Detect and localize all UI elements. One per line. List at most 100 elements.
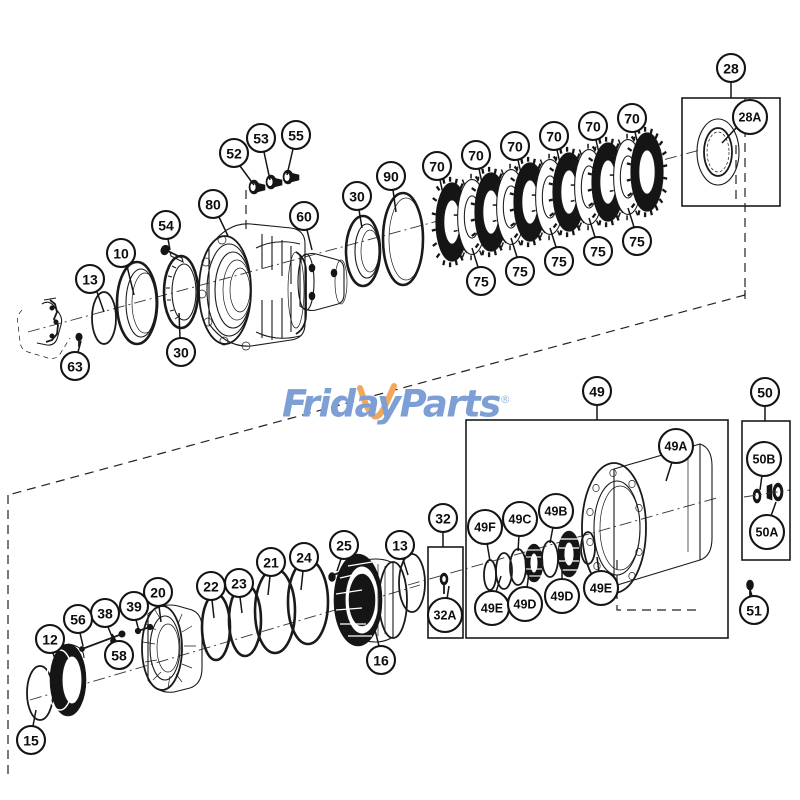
callout-bubble[interactable] bbox=[538, 120, 570, 152]
callout-10[interactable]: 10 bbox=[105, 237, 137, 296]
callout-12[interactable]: 12 bbox=[34, 623, 66, 669]
callout-24[interactable]: 24 bbox=[288, 541, 320, 591]
callout-50A[interactable]: 50A bbox=[748, 501, 786, 551]
callout-49D[interactable]: 49D bbox=[543, 565, 581, 615]
callout-bubble[interactable] bbox=[150, 209, 182, 241]
callout-54[interactable]: 54 bbox=[150, 209, 182, 251]
callout-bubble[interactable] bbox=[543, 577, 581, 615]
callout-75[interactable]: 75 bbox=[582, 217, 614, 267]
callout-70[interactable]: 70 bbox=[421, 150, 453, 204]
callout-bubble[interactable] bbox=[103, 639, 135, 671]
callout-21[interactable]: 21 bbox=[255, 546, 287, 596]
callout-49F[interactable]: 49F bbox=[466, 508, 504, 562]
callout-39[interactable]: 39 bbox=[118, 590, 150, 632]
callout-bubble[interactable] bbox=[15, 724, 47, 756]
callout-bubble[interactable] bbox=[738, 594, 770, 626]
callout-13[interactable]: 13 bbox=[74, 263, 106, 313]
callout-70[interactable]: 70 bbox=[577, 110, 609, 163]
callout-75[interactable]: 75 bbox=[465, 247, 497, 297]
callout-28[interactable]: 28 bbox=[715, 52, 747, 98]
callout-bubble[interactable] bbox=[715, 52, 747, 84]
callout-bubble[interactable] bbox=[621, 225, 653, 257]
callout-75[interactable]: 75 bbox=[543, 227, 575, 277]
callout-bubble[interactable] bbox=[280, 119, 312, 151]
callout-bubble[interactable] bbox=[745, 440, 783, 478]
callout-56[interactable]: 56 bbox=[62, 603, 94, 647]
callout-51[interactable]: 51 bbox=[738, 585, 770, 626]
callout-bubble[interactable] bbox=[577, 110, 609, 142]
callout-55[interactable]: 55 bbox=[280, 119, 312, 176]
callout-20[interactable]: 20 bbox=[142, 576, 174, 623]
callout-50B[interactable]: 50B bbox=[745, 440, 783, 491]
callout-bubble[interactable] bbox=[465, 265, 497, 297]
callout-32[interactable]: 32 bbox=[427, 502, 459, 547]
callout-bubble[interactable] bbox=[749, 376, 781, 408]
callout-25[interactable]: 25 bbox=[328, 529, 360, 572]
callout-32A[interactable]: 32A bbox=[426, 585, 464, 634]
callout-bubble[interactable] bbox=[581, 375, 613, 407]
callout-bubble[interactable] bbox=[365, 644, 397, 676]
callout-13[interactable]: 13 bbox=[384, 529, 416, 576]
callout-53[interactable]: 53 bbox=[245, 122, 277, 181]
callout-80[interactable]: 80 bbox=[197, 188, 229, 237]
callout-bubble[interactable] bbox=[731, 98, 769, 136]
callout-bubble[interactable] bbox=[384, 529, 416, 561]
callout-bubble[interactable] bbox=[421, 150, 453, 182]
callout-bubble[interactable] bbox=[426, 596, 464, 634]
callout-bubble[interactable] bbox=[105, 237, 137, 269]
callout-70[interactable]: 70 bbox=[499, 130, 531, 183]
callout-30[interactable]: 30 bbox=[165, 312, 197, 368]
callout-bubble[interactable] bbox=[657, 427, 695, 465]
callout-bubble[interactable] bbox=[616, 102, 648, 134]
callout-bubble[interactable] bbox=[506, 585, 544, 623]
callout-bubble[interactable] bbox=[537, 492, 575, 530]
callout-63[interactable]: 63 bbox=[59, 340, 91, 382]
callout-bubble[interactable] bbox=[328, 529, 360, 561]
callout-bubble[interactable] bbox=[34, 623, 66, 655]
callout-bubble[interactable] bbox=[165, 336, 197, 368]
callout-70[interactable]: 70 bbox=[538, 120, 570, 173]
callout-bubble[interactable] bbox=[504, 255, 536, 287]
callout-28A[interactable]: 28A bbox=[721, 98, 769, 144]
callout-15[interactable]: 15 bbox=[15, 709, 47, 756]
callout-bubble[interactable] bbox=[218, 137, 250, 169]
callout-70[interactable]: 70 bbox=[616, 102, 648, 154]
callout-49E[interactable]: 49E bbox=[473, 575, 511, 627]
callout-bubble[interactable] bbox=[582, 569, 620, 607]
callout-bubble[interactable] bbox=[195, 570, 227, 602]
callout-49A[interactable]: 49A bbox=[657, 427, 695, 482]
callout-60[interactable]: 60 bbox=[288, 200, 320, 251]
callout-bubble[interactable] bbox=[197, 188, 229, 220]
callout-bubble[interactable] bbox=[341, 180, 373, 212]
callout-bubble[interactable] bbox=[375, 160, 407, 192]
callout-bubble[interactable] bbox=[288, 200, 320, 232]
callout-bubble[interactable] bbox=[748, 513, 786, 551]
callout-22[interactable]: 22 bbox=[195, 570, 227, 619]
callout-bubble[interactable] bbox=[142, 576, 174, 608]
callout-bubble[interactable] bbox=[582, 235, 614, 267]
callout-bubble[interactable] bbox=[501, 500, 539, 538]
callout-bubble[interactable] bbox=[74, 263, 106, 295]
callout-90[interactable]: 90 bbox=[375, 160, 407, 213]
callout-50[interactable]: 50 bbox=[749, 376, 781, 421]
callout-bubble[interactable] bbox=[466, 508, 504, 546]
callout-49C[interactable]: 49C bbox=[501, 500, 539, 552]
callout-bubble[interactable] bbox=[460, 139, 492, 171]
callout-bubble[interactable] bbox=[288, 541, 320, 573]
callout-bubble[interactable] bbox=[118, 590, 150, 622]
callout-23[interactable]: 23 bbox=[223, 567, 255, 614]
callout-bubble[interactable] bbox=[245, 122, 277, 154]
callout-16[interactable]: 16 bbox=[365, 629, 397, 676]
callout-bubble[interactable] bbox=[427, 502, 459, 534]
callout-49E[interactable]: 49E bbox=[582, 556, 620, 607]
callout-52[interactable]: 52 bbox=[218, 137, 255, 186]
callout-bubble[interactable] bbox=[59, 350, 91, 382]
callout-75[interactable]: 75 bbox=[621, 207, 653, 257]
callout-70[interactable]: 70 bbox=[460, 139, 492, 193]
callout-58[interactable]: 58 bbox=[103, 633, 135, 671]
callout-bubble[interactable] bbox=[543, 245, 575, 277]
callout-bubble[interactable] bbox=[255, 546, 287, 578]
callout-38[interactable]: 38 bbox=[89, 597, 121, 640]
callout-bubble[interactable] bbox=[62, 603, 94, 635]
callout-49[interactable]: 49 bbox=[581, 375, 613, 420]
